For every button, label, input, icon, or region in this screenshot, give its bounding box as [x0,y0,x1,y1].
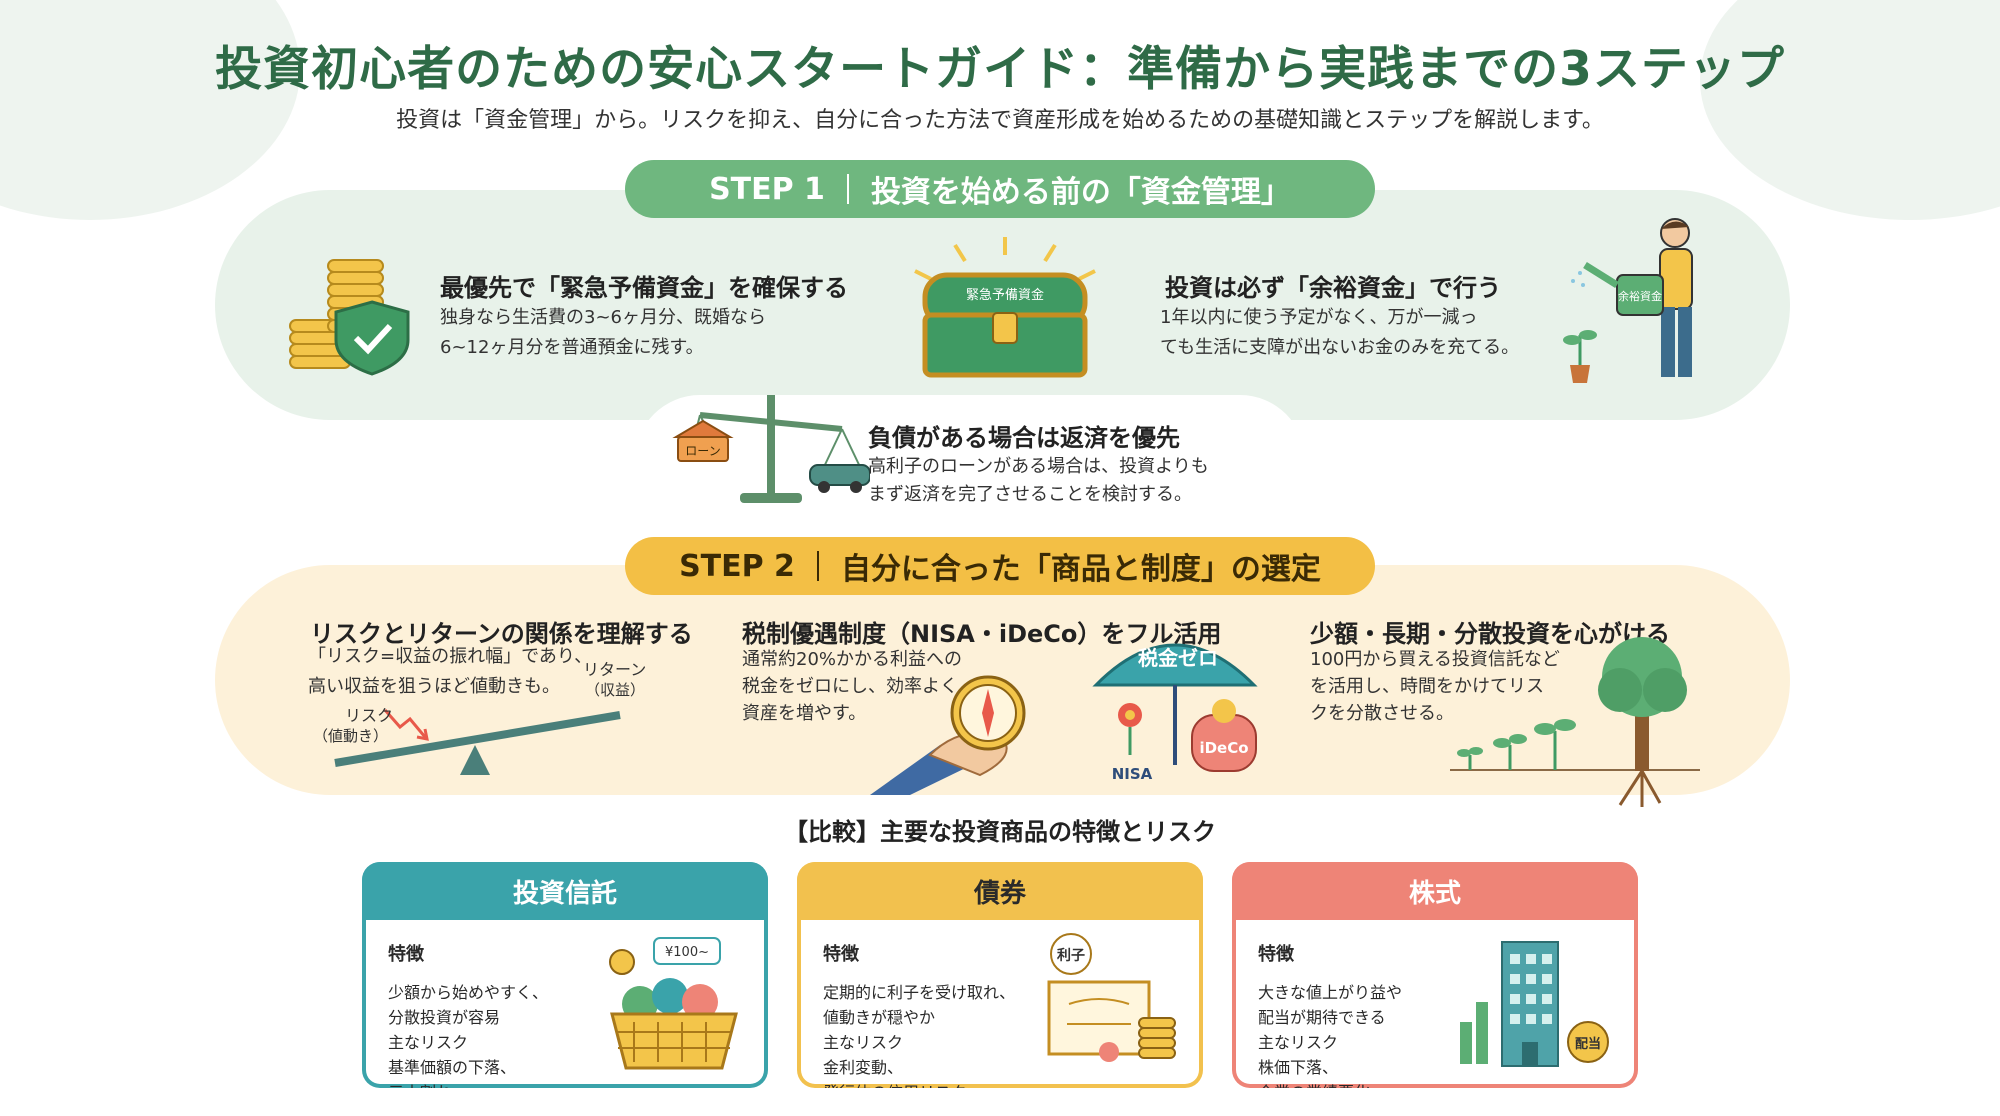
card-stock-feature-label: 特徴 [1258,944,1294,965]
step2-item2-line2: 税金をゼロにし、効率よく [742,676,958,697]
card-investment-trust-title: 投資信託 [362,862,768,920]
card-bond-feature-label: 特徴 [823,944,859,965]
card-bond-line3: 主なリスク [823,1033,904,1052]
balance-scale-icon: ローン [672,395,870,503]
card-bond-line2: 値動きが穏やか [823,1008,936,1027]
card-investment-trust-line3: 主なリスク [388,1033,469,1052]
step2-label: STEP 2 [679,548,795,584]
card-bond-line5: 発行体の信用リスク [823,1080,1015,1088]
step2-item2-line1: 通常約20%かかる利益への [742,649,963,670]
risk-label-line1: リスク [345,706,393,725]
step2-item3-title: 少額・長期・分散投資を心がける [1310,620,1670,648]
card-bond-tag: 利子 [1057,947,1085,964]
step2-item1-line2: 高い収益を狙うほど値動きも。 [308,676,560,697]
card-investment-trust-line5: 元本割れ [388,1080,548,1088]
card-stock-tag: 配当 [1575,1036,1601,1052]
loan-label: ローン [685,444,720,458]
step2-item3-line3: クを分散させる。 [1310,703,1454,724]
comparison-title: 【比較】主要な投資商品の特徴とリスク [784,818,1216,846]
step1-item3-line2: まず返済を完了させることを検討する。 [868,484,1192,505]
coins-shield-icon [289,259,410,376]
page-subtitle: 投資は「資金管理」から。リスクを抑え、自分に合った方法で資産形成を始めるための基… [396,108,1604,133]
umbrella-icon: 税金ゼロ NISA iDeCo [1092,643,1258,783]
card-bond-title: 債券 [797,862,1203,920]
card-stock-line5: 企業の業績悪化 [1258,1080,1402,1088]
umbrella-label: 税金ゼロ [1138,646,1218,670]
tree-growth-icon [1450,637,1700,807]
card-investment-trust-line1: 少額から始めやすく、 [388,983,549,1002]
watering-can-person-icon: 余裕資金 [1563,218,1693,383]
step1-item1-line1: 独身なら生活費の3~6ヶ月分、既婚なら [440,307,766,328]
step2-item2-title: 税制優遇制度（NISA・iDeCo）をフル活用 [742,620,1222,648]
card-investment-trust-tag: ¥100~ [665,945,709,960]
step1-header: STEP 1 投資を始める前の「資金管理」 [625,160,1375,218]
step1-item2-line1: 1年以内に使う予定がなく、万が一減っ [1160,307,1478,328]
card-stock-title: 株式 [1232,862,1638,920]
building-chart-icon: 配当 [1460,941,1609,1067]
step2-item2-line3: 資産を増やす。 [742,703,867,724]
chest-label: 緊急予備資金 [966,287,1044,303]
compass-hand-icon [870,675,1026,795]
card-bond-line4: 金利変動、 [823,1058,904,1077]
return-label-line1: リターン [583,660,646,679]
step1-item3-title: 負債がある場合は返済を優先 [868,424,1180,452]
risk-label-line2: （値動き） [313,727,388,745]
step2-title: 自分に合った「商品と制度」の選定 [840,552,1321,587]
card-investment-trust-line2: 分散投資が容易 [388,1008,501,1027]
ideco-label: iDeCo [1199,739,1248,757]
card-stock-line4: 株価下落、 [1258,1058,1339,1077]
step2-divider [816,551,819,581]
card-investment-trust: 投資信託 特徴 少額から始めやすく、 分散投資が容易 主なリスク 基準価額の下落… [362,862,768,1088]
step2-item1-title: リスクとリターンの関係を理解する [310,620,693,648]
step2-item3-line2: を活用し、時間をかけてリス [1310,676,1544,697]
basket-icon: ¥100~ [609,937,738,1070]
step1-item3-line1: 高利子のローンがある場合は、投資よりも [868,456,1209,477]
card-stock-line1: 大きな値上がり益や [1258,983,1403,1002]
page-title: 投資初心者のための安心スタートガイド：準備から実践までの3ステップ [215,42,1785,97]
card-stock-line2: 配当が期待できる [1258,1008,1386,1027]
step2-header: STEP 2 自分に合った「商品と制度」の選定 [625,537,1375,595]
step1-item2-line2: ても生活に支障が出ないお金のみを充てる。 [1160,337,1520,358]
card-bond: 債券 特徴 定期的に利子を受け取れ、 値動きが穏やか 主なリスク 金利変動、 発… [797,862,1203,1088]
can-label: 余裕資金 [1618,289,1662,303]
card-investment-trust-feature-label: 特徴 [388,944,424,965]
card-stock-line3: 主なリスク [1258,1033,1339,1052]
treasure-chest-icon: 緊急予備資金 [914,237,1096,378]
certificate-icon: 利子 [1047,933,1176,1062]
return-label-line2: （収益） [585,681,645,699]
step2-item1-line1: 「リスク=収益の振れ幅」であり、 [308,646,593,667]
nisa-label: NISA [1112,765,1153,783]
step1-title: 投資を始める前の「資金管理」 [870,175,1291,210]
card-stock: 株式 特徴 大きな値上がり益や 配当が期待できる 主なリスク 株価下落、 企業の… [1232,862,1638,1088]
card-investment-trust-line4: 基準価額の下落、 [388,1058,517,1077]
step1-label: STEP 1 [709,171,825,207]
seesaw-icon: リスク （値動き） リターン （収益） [313,660,646,775]
step2-item3-line1: 100円から買える投資信託など [1310,649,1560,670]
step1-item1-line2: 6~12ヶ月分を普通預金に残す。 [440,337,704,358]
step1-item1-title: 最優先で「緊急予備資金」を確保する [440,274,848,302]
step1-divider [846,174,849,204]
card-bond-line1: 定期的に利子を受け取れ、 [823,983,1016,1002]
step1-item2-title: 投資は必ず「余裕資金」で行う [1165,274,1501,302]
